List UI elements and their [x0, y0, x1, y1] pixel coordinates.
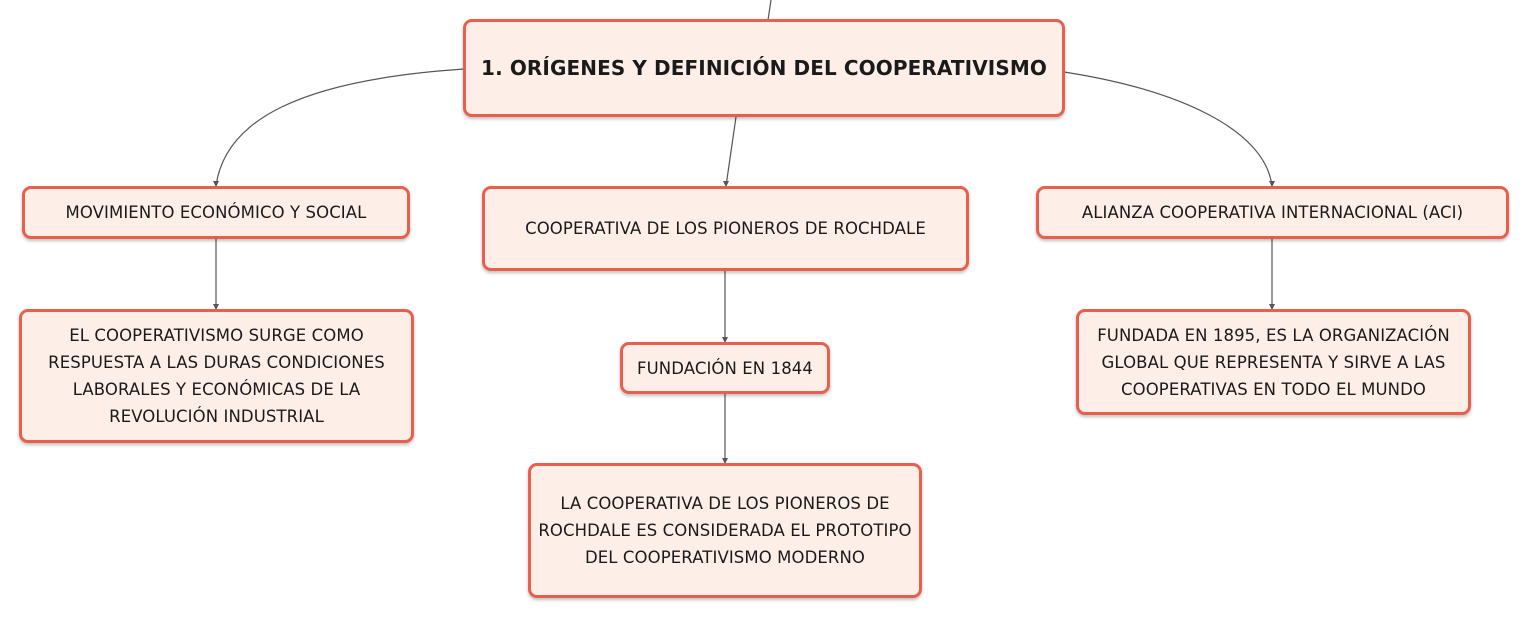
subtopic-label: EL COOPERATIVISMO SURGE COMO RESPUESTA A… — [48, 326, 385, 426]
subtopic-industrial-revolution[interactable]: EL COOPERATIVISMO SURGE COMO RESPUESTA A… — [19, 309, 414, 443]
root-topic-label: 1. ORÍGENES Y DEFINICIÓN DEL COOPERATIVI… — [481, 55, 1047, 80]
arrowhead-center-detail — [722, 458, 728, 464]
topic-ica[interactable]: ALIANZA COOPERATIVA INTERNACIONAL (ACI) — [1036, 186, 1509, 239]
subtopic-ica-founded-1895[interactable]: FUNDADA EN 1895, ES LA ORGANIZACIÓN GLOB… — [1076, 309, 1471, 415]
connector-parent-root — [767, 0, 772, 21]
subtopic-modern-prototype[interactable]: LA COOPERATIVA DE LOS PIONEROS DE ROCHDA… — [528, 463, 922, 598]
arrowhead-founding — [722, 337, 728, 343]
arrowhead-left-detail — [213, 304, 219, 310]
subtopic-founding-1844[interactable]: FUNDACIÓN EN 1844 — [620, 342, 830, 394]
arrowhead-left — [213, 181, 219, 187]
connector-root-left — [215, 68, 465, 187]
topic-label: COOPERATIVA DE LOS PIONEROS DE ROCHDALE — [525, 219, 926, 238]
connector-root-right — [1063, 71, 1273, 187]
connector-root-center — [725, 116, 737, 187]
arrowhead-center — [723, 181, 729, 187]
subtopic-label: FUNDADA EN 1895, ES LA ORGANIZACIÓN GLOB… — [1097, 325, 1450, 399]
subtopic-label: FUNDACIÓN EN 1844 — [637, 358, 813, 378]
subtopic-label: LA COOPERATIVA DE LOS PIONEROS DE ROCHDA… — [538, 494, 912, 567]
arrowhead-right — [1269, 181, 1275, 187]
topic-rochdale-pioneers[interactable]: COOPERATIVA DE LOS PIONEROS DE ROCHDALE — [482, 186, 969, 271]
root-topic[interactable]: 1. ORÍGENES Y DEFINICIÓN DEL COOPERATIVI… — [463, 19, 1065, 117]
arrowhead-right-detail — [1269, 304, 1275, 310]
topic-label: MOVIMIENTO ECONÓMICO Y SOCIAL — [65, 203, 367, 222]
topic-economic-social-movement[interactable]: MOVIMIENTO ECONÓMICO Y SOCIAL — [22, 186, 410, 239]
topic-label: ALIANZA COOPERATIVA INTERNACIONAL (ACI) — [1081, 203, 1464, 222]
